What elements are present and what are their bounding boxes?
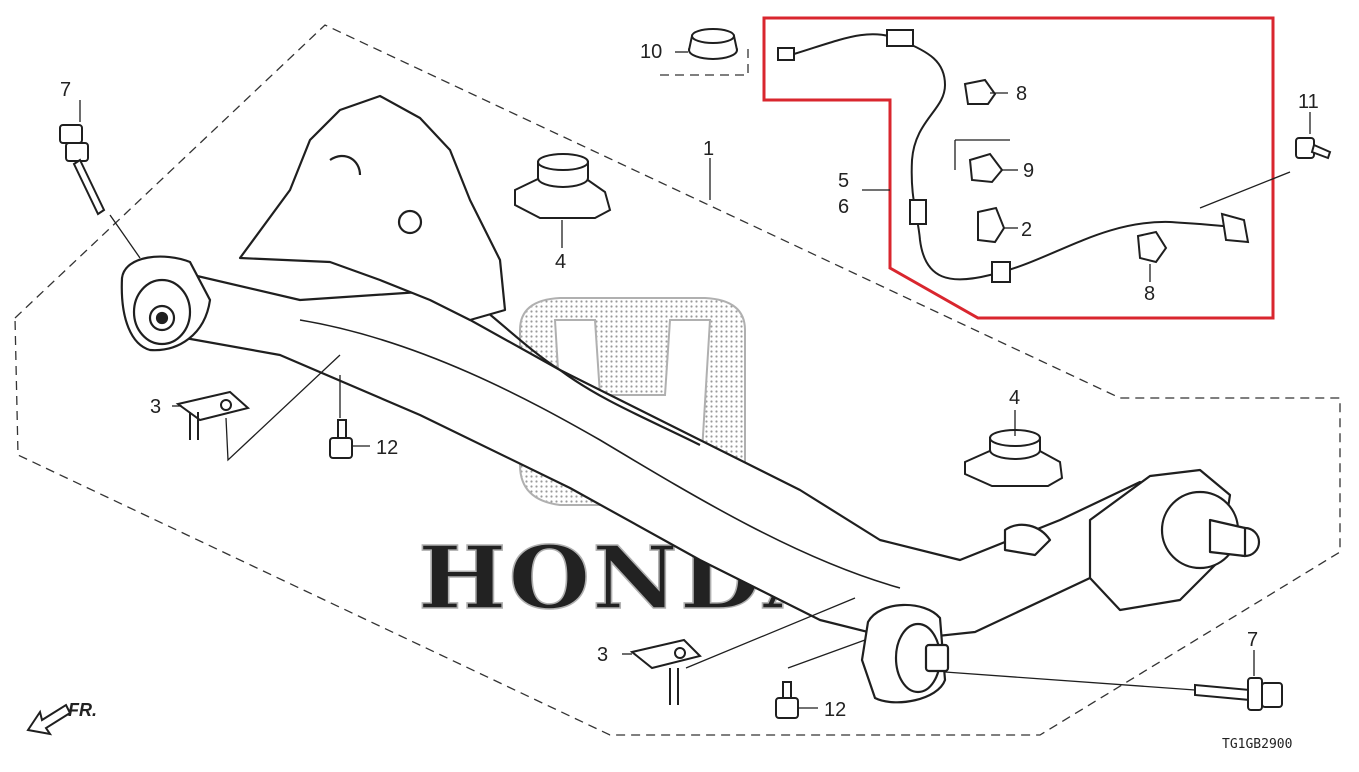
- callout-2: 2: [1021, 219, 1032, 241]
- callout-12-right: 12: [824, 699, 846, 721]
- callout-1: 1: [703, 138, 714, 160]
- assembly-boundary: [14, 24, 1341, 736]
- bolt-12-left: [329, 419, 353, 459]
- ring-group-boundary: [660, 48, 749, 76]
- clip-8-upper: [963, 78, 997, 105]
- callout-4-upper: 4: [555, 251, 566, 273]
- honda-wordmark: HONDA: [418, 528, 838, 629]
- front-label: FR.: [68, 700, 97, 720]
- callout-6: 6: [838, 196, 849, 218]
- callouts: 1 2 3 3 4 4 5 6 7 7 8 8 9 10 11 12 12: [60, 41, 1319, 721]
- leader-lines: [79, 51, 1311, 709]
- bracket-left: [175, 390, 251, 440]
- bushing-left: [120, 255, 212, 352]
- callout-9: 9: [1023, 160, 1034, 182]
- clip-9: [968, 152, 1004, 184]
- wheel-sensor-harness: [777, 29, 1250, 283]
- callout-3-right: 3: [597, 644, 608, 666]
- diagram-code: TG1GB2900: [1222, 737, 1292, 752]
- callout-7-left: 7: [60, 79, 71, 101]
- bracket-right: [629, 638, 702, 705]
- bolt-11: [1295, 137, 1332, 160]
- front-arrow-icon: [26, 703, 72, 736]
- bump-stop-mount-upper: [514, 153, 612, 219]
- callout-5: 5: [838, 170, 849, 192]
- clip-8-lower: [1136, 230, 1168, 264]
- callout-3-left: 3: [150, 396, 161, 418]
- bushing-right: [860, 603, 950, 704]
- front-indicator: FR.: [26, 700, 97, 736]
- bolt-12-right: [775, 681, 799, 719]
- bump-stop-mount-lower: [964, 429, 1064, 487]
- callout-12-left: 12: [376, 437, 398, 459]
- callout-10: 10: [640, 41, 662, 63]
- bolt-7-right: [1194, 677, 1283, 711]
- stopper-ring: [688, 28, 738, 60]
- callout-11: 11: [1298, 91, 1319, 113]
- rear-axle-beam: [178, 94, 1261, 642]
- clip-2: [977, 206, 1006, 244]
- callout-4-lower: 4: [1009, 387, 1020, 409]
- callout-7-right: 7: [1247, 629, 1258, 651]
- callout-8-upper: 8: [1016, 83, 1027, 105]
- highlight-outline: [762, 16, 1275, 320]
- callout-8-lower: 8: [1144, 283, 1155, 305]
- bolt-7-left: [59, 124, 106, 216]
